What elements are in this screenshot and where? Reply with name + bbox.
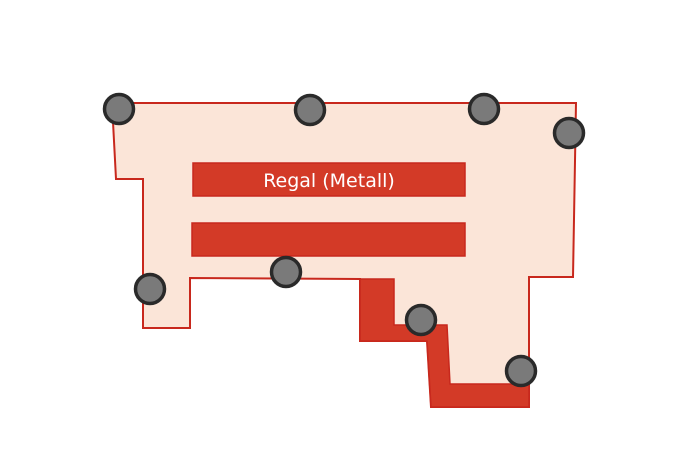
marker-point[interactable] xyxy=(404,303,438,337)
marker-point[interactable] xyxy=(293,93,327,127)
marker-point[interactable] xyxy=(133,272,167,306)
shelf-label: Regal (Metall) xyxy=(263,170,395,192)
marker-point[interactable] xyxy=(102,92,136,126)
marker-point[interactable] xyxy=(552,116,586,150)
marker-point[interactable] xyxy=(269,255,303,289)
marker-point[interactable] xyxy=(467,92,501,126)
shelf-metal-bottom[interactable] xyxy=(191,222,466,257)
marker-point[interactable] xyxy=(504,354,538,388)
shelf-metal-top[interactable] xyxy=(192,162,466,197)
